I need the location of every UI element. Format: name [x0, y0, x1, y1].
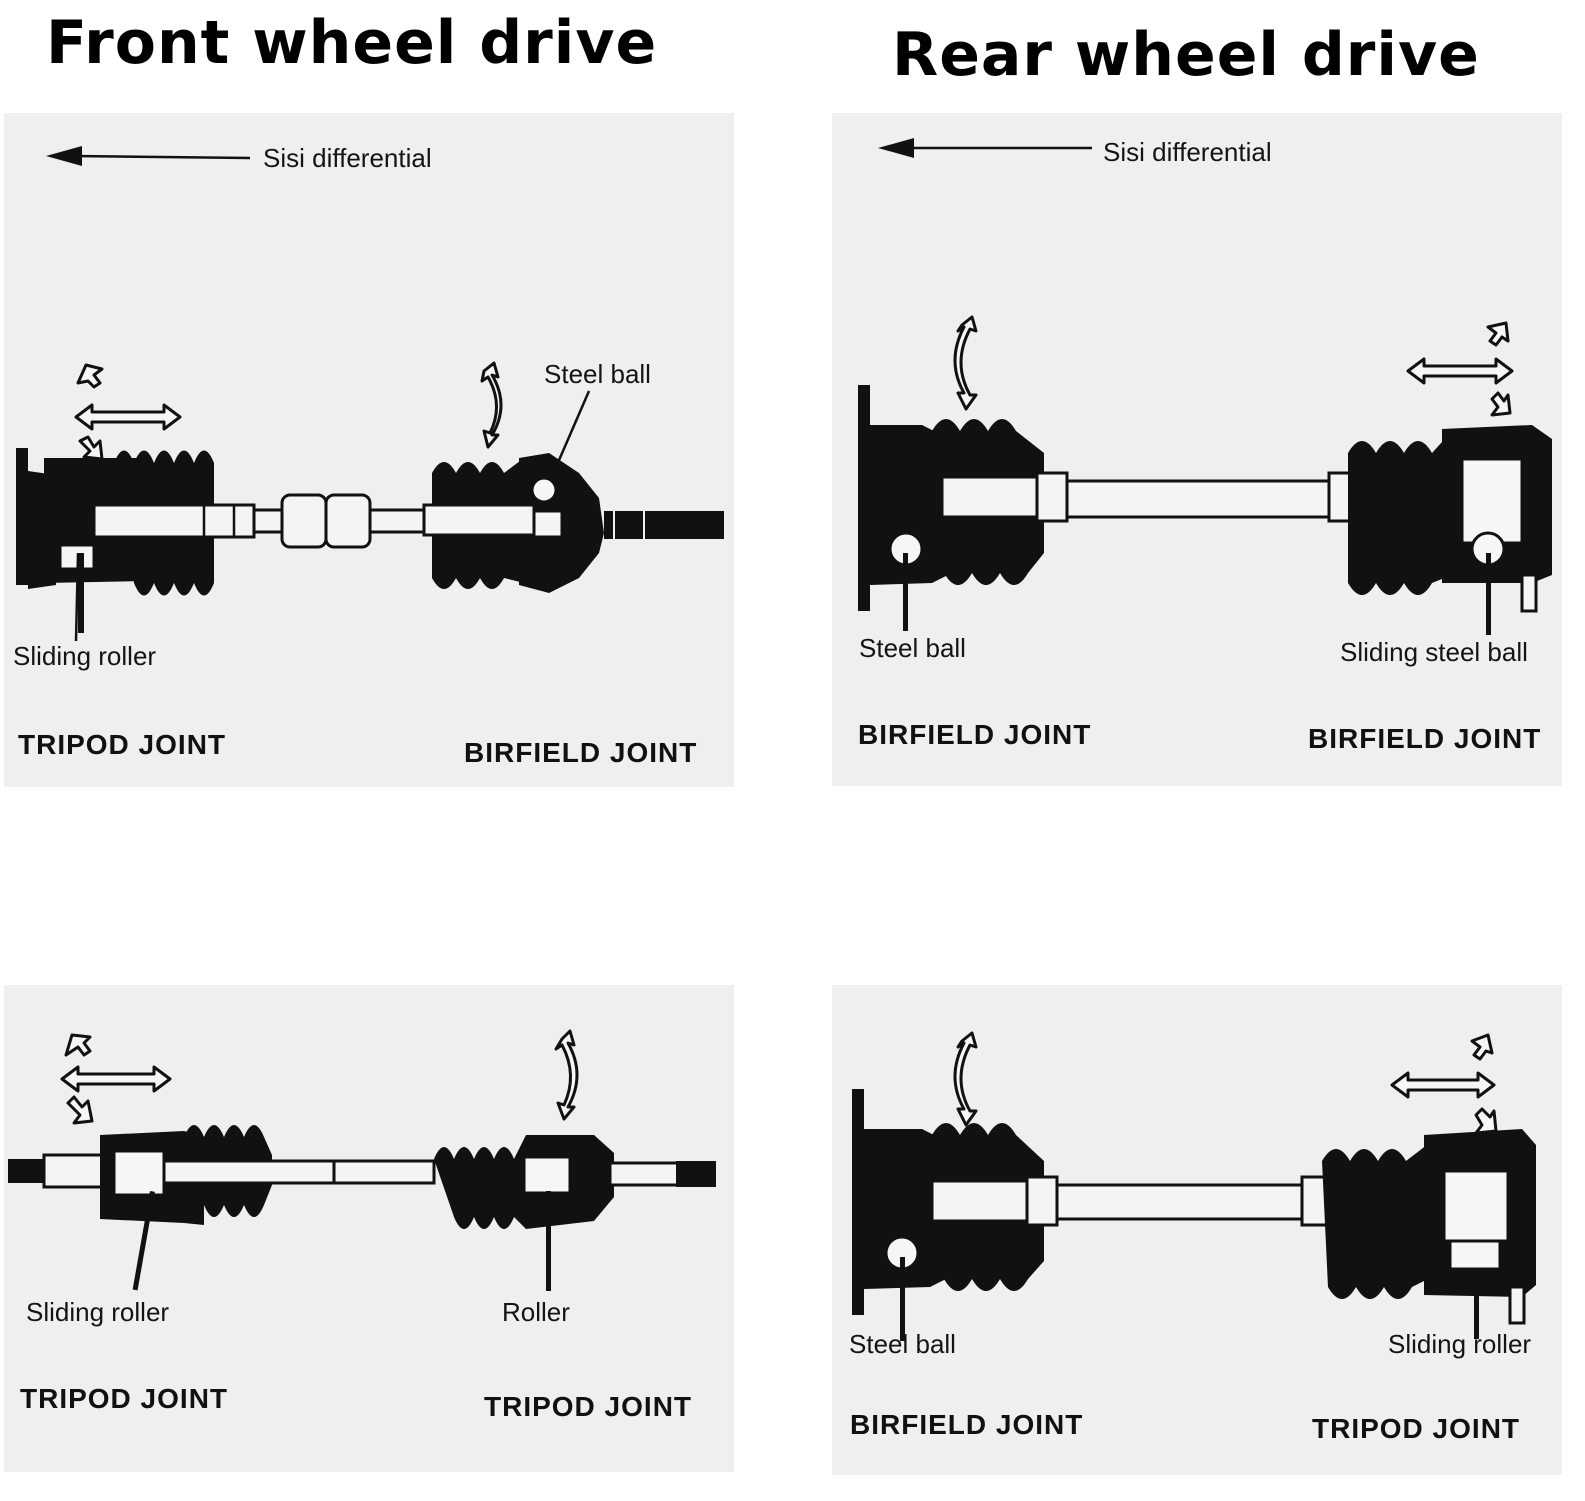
roller-label: Roller	[502, 1297, 570, 1327]
left-arrow-icon	[46, 146, 251, 166]
direction-label: Sisi differential	[263, 143, 432, 173]
front-top-panel: Sisi differential Sliding roller Steel b…	[4, 113, 734, 787]
steel-ball-leader-line	[548, 390, 591, 482]
double-arrow-icon	[74, 363, 182, 461]
curved-double-arrow-icon	[953, 1031, 978, 1127]
front-bottom-shaft	[162, 1159, 336, 1185]
steel-ball-label: Steel ball	[859, 633, 966, 663]
right-birfield-joint-label: BIRFIELD JOINT	[1308, 723, 1542, 754]
right-tripod-joint-housing	[1322, 1129, 1536, 1339]
tripod-joint-label: TRIPOD JOINT	[18, 729, 227, 760]
steel-ball-label: Steel ball	[544, 359, 651, 389]
sliding-steel-ball-label: Sliding steel ball	[1340, 637, 1528, 667]
birfield-joint-label: BIRFIELD JOINT	[850, 1409, 1084, 1440]
curved-double-arrow-icon	[554, 1029, 579, 1121]
sliding-roller-leader-line	[74, 552, 80, 642]
rear-top-driveshaft-diagram	[858, 138, 1552, 635]
rear-bottom-panel: Steel ball Sliding roller BIRFIELD JOINT…	[832, 985, 1562, 1475]
rear-top-panel: Sisi differential Steel ball Sliding ste…	[832, 113, 1562, 786]
double-arrow-icon	[1390, 1033, 1498, 1135]
left-tripod-joint-label: TRIPOD JOINT	[20, 1383, 229, 1414]
steel-ball-label: Steel ball	[849, 1329, 956, 1359]
right-birfield-joint-housing	[1348, 425, 1552, 635]
curved-double-arrow-icon	[953, 315, 978, 411]
direction-label: Sisi differential	[1103, 137, 1272, 167]
rear-bottom-driveshaft-diagram	[852, 1031, 1536, 1341]
rear-wheel-drive-heading: Rear wheel drive	[892, 20, 1480, 90]
front-top-driveshaft-diagram	[16, 146, 724, 642]
front-bottom-panel: Sliding roller Roller TRIPOD JOINT TRIPO…	[4, 985, 734, 1472]
left-tripod-joint-housing	[100, 1125, 272, 1291]
birfield-joint-housing	[422, 453, 724, 593]
sliding-roller-label: Sliding roller	[26, 1297, 170, 1327]
front-bottom-driveshaft-diagram	[8, 1029, 716, 1291]
left-birfield-joint-label: BIRFIELD JOINT	[858, 719, 1092, 750]
front-top-shaft	[92, 493, 432, 549]
birfield-joint-label: BIRFIELD JOINT	[464, 737, 698, 768]
curved-double-arrow-icon	[480, 361, 503, 449]
tripod-joint-label: TRIPOD JOINT	[1312, 1413, 1521, 1444]
tripod-joint-housing	[16, 448, 214, 633]
double-arrow-icon	[1406, 321, 1514, 417]
sliding-roller-label: Sliding roller	[13, 641, 157, 671]
sliding-roller-label: Sliding roller	[1388, 1329, 1532, 1359]
left-arrow-icon	[878, 138, 1092, 158]
left-spline-end	[8, 1159, 48, 1183]
front-wheel-drive-heading: Front wheel drive	[46, 8, 658, 78]
right-tripod-joint-housing	[434, 1135, 716, 1291]
double-arrow-icon	[60, 1033, 172, 1125]
right-tripod-joint-label: TRIPOD JOINT	[484, 1391, 693, 1422]
